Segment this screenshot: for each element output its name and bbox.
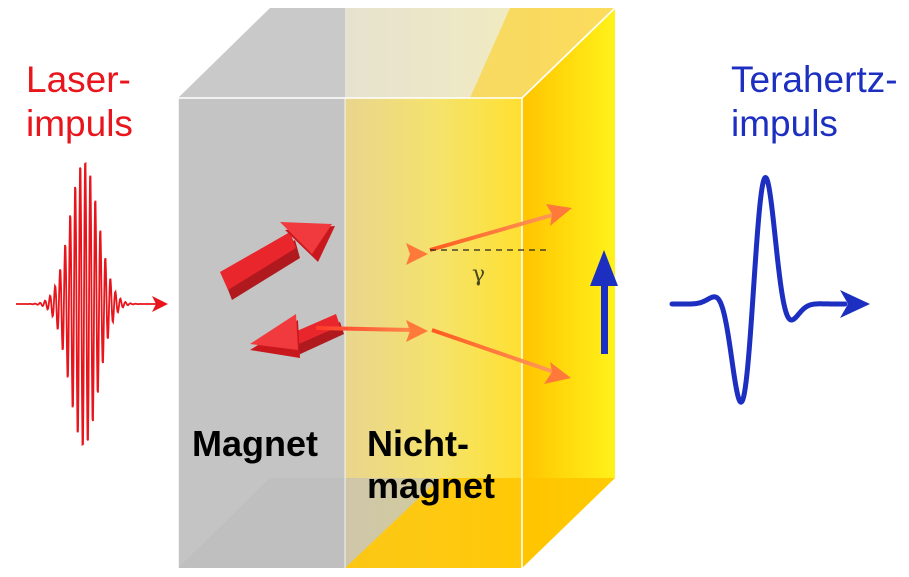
laser-pulse-arrowhead: [152, 296, 168, 312]
laser-pulse-label: Laser- impuls: [26, 58, 133, 146]
spin-current-arrows: [315, 243, 428, 342]
slab-bottom-edge: [345, 478, 615, 568]
spin-current-lower: [315, 326, 415, 332]
angle-gamma: γ: [472, 262, 485, 287]
laser-label-line2: impuls: [26, 103, 133, 144]
nonmagnet-label-line2: magnet: [367, 465, 496, 506]
slab-edge-top: [521, 7, 616, 99]
laser-pulse-wave: [16, 162, 160, 446]
spin-up-arrow: [220, 222, 335, 300]
terahertz-pulse-arrowhead: [840, 290, 870, 318]
slab-bottom-magnet: [178, 478, 440, 568]
deflected-lower-arrowhead: [544, 362, 571, 384]
terahertz-pulse-label: Terahertz- impuls: [731, 58, 898, 146]
nonmagnet-label-line1: Nicht-: [367, 423, 469, 464]
terahertz-label-line1: Terahertz-: [731, 59, 898, 100]
laser-label-line1: Laser-: [26, 59, 131, 100]
slab-top-nonmagnet-edge: [470, 8, 615, 98]
layered-slab: [177, 7, 616, 568]
slab-edge-front: [177, 97, 523, 568]
slab-right-face: [522, 8, 615, 568]
terahertz-label-line2: impuls: [731, 103, 838, 144]
nonmagnet-layer-label: Nicht- magnet: [367, 423, 495, 507]
slab-top-magnet: [178, 8, 345, 98]
spin-down-arrow: [250, 314, 344, 358]
charge-current-arrow: [590, 250, 618, 354]
magnet-layer-label: Magnet: [192, 423, 318, 465]
deflected-current-arrows: γ: [429, 204, 572, 384]
magnet-label-text: Magnet: [192, 423, 318, 464]
terahertz-pulse-wave: [669, 175, 848, 405]
deflected-upper-arrowhead: [546, 204, 572, 226]
